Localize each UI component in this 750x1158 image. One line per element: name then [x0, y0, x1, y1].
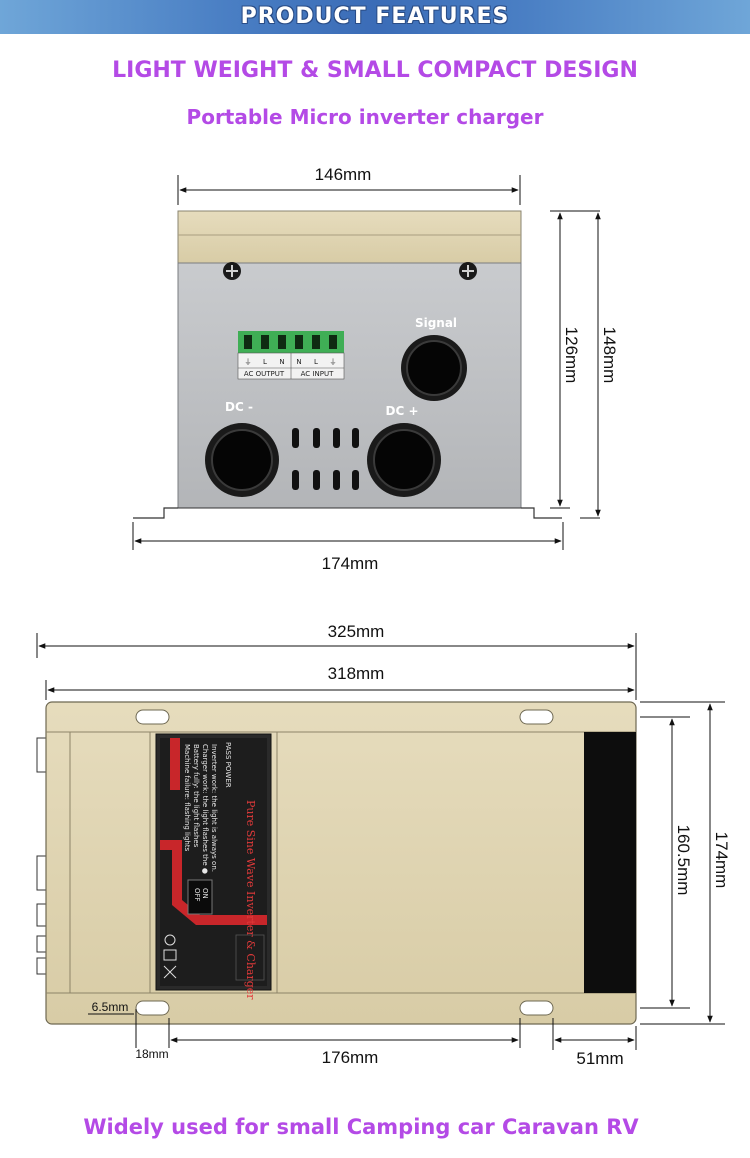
dim-length-body: 318mm	[328, 664, 385, 683]
dim-length-total: 325mm	[328, 622, 385, 641]
weee-icon	[163, 965, 177, 979]
dim-top-height-inner: 160.5mm	[674, 825, 693, 896]
top-housing	[45, 701, 637, 1025]
dim-height-inner: 126mm	[562, 327, 581, 384]
svg-text:Charger work: the light flashe: Charger work: the light flashes the ●	[201, 744, 209, 874]
header-banner: PRODUCT FEATURES	[0, 0, 750, 34]
headline: LIGHT WEIGHT & SMALL COMPACT DESIGN	[112, 58, 638, 83]
svg-text:N: N	[279, 358, 284, 366]
certification-icon	[164, 934, 176, 946]
dim-width-top: 146mm	[315, 165, 372, 184]
ac-output-label: AC OUTPUT	[244, 370, 285, 378]
svg-text:L: L	[263, 358, 267, 366]
dim-hole-offset: 6.5mm	[92, 1000, 129, 1014]
vent-slots	[292, 428, 359, 490]
ac-input-label: AC INPUT	[301, 370, 334, 378]
svg-text:⏚: ⏚	[330, 358, 337, 366]
svg-text:Inverter work: the light is al: Inverter work: the light is always on.	[210, 744, 218, 872]
sticker-brand: PASS POWER	[224, 742, 232, 788]
front-view: 146mm ⏚ L	[132, 165, 619, 573]
screw-icon	[223, 262, 241, 280]
mounting-hole	[135, 1000, 170, 1016]
svg-text:Machine failure: flashing ligh: Machine failure: flashing lights	[183, 744, 191, 852]
banner-title: PRODUCT FEATURES	[240, 4, 510, 29]
ce-mark-icon	[163, 949, 177, 961]
svg-text:N: N	[296, 358, 301, 366]
svg-text:L: L	[314, 358, 318, 366]
dim-hole-spacing: 176mm	[322, 1048, 379, 1067]
dc-plus-label: DC +	[386, 404, 419, 418]
svg-text:Battery fully: the light flash: Battery fully: the light flashes	[192, 744, 200, 848]
dim-edge-offset: 18mm	[135, 1047, 168, 1061]
svg-text:OFF: OFF	[193, 888, 201, 902]
dim-height-outer: 148mm	[600, 327, 619, 384]
mounting-hole	[519, 709, 554, 725]
dim-end-width: 51mm	[576, 1049, 623, 1068]
dc-minus-label: DC -	[225, 400, 253, 414]
top-view: 325mm 318mm PASS POWER Pur	[36, 622, 731, 1068]
svg-text:⏚: ⏚	[245, 358, 252, 366]
dim-width-base: 174mm	[322, 554, 379, 573]
screw-icon	[459, 262, 477, 280]
mounting-hole	[519, 1000, 554, 1016]
signal-label: Signal	[415, 316, 457, 330]
product-sticker: PASS POWER Pure Sine Wave Inverter & Cha…	[155, 733, 272, 1000]
heatsink-block	[584, 732, 636, 993]
dim-top-height-outer: 174mm	[712, 832, 731, 889]
footer-tagline: Widely used for small Camping car Carava…	[83, 1115, 639, 1139]
ac-terminal-block: ⏚ L N N L ⏚ AC OUTPUT AC INPUT	[237, 331, 345, 380]
housing-top	[177, 210, 522, 264]
subheadline: Portable Micro inverter charger	[186, 105, 544, 129]
sticker-title: Pure Sine Wave Inverter & Charger	[244, 800, 257, 1000]
power-switch-icon	[187, 879, 213, 915]
mounting-hole	[135, 709, 170, 725]
svg-text:ON: ON	[201, 888, 209, 899]
